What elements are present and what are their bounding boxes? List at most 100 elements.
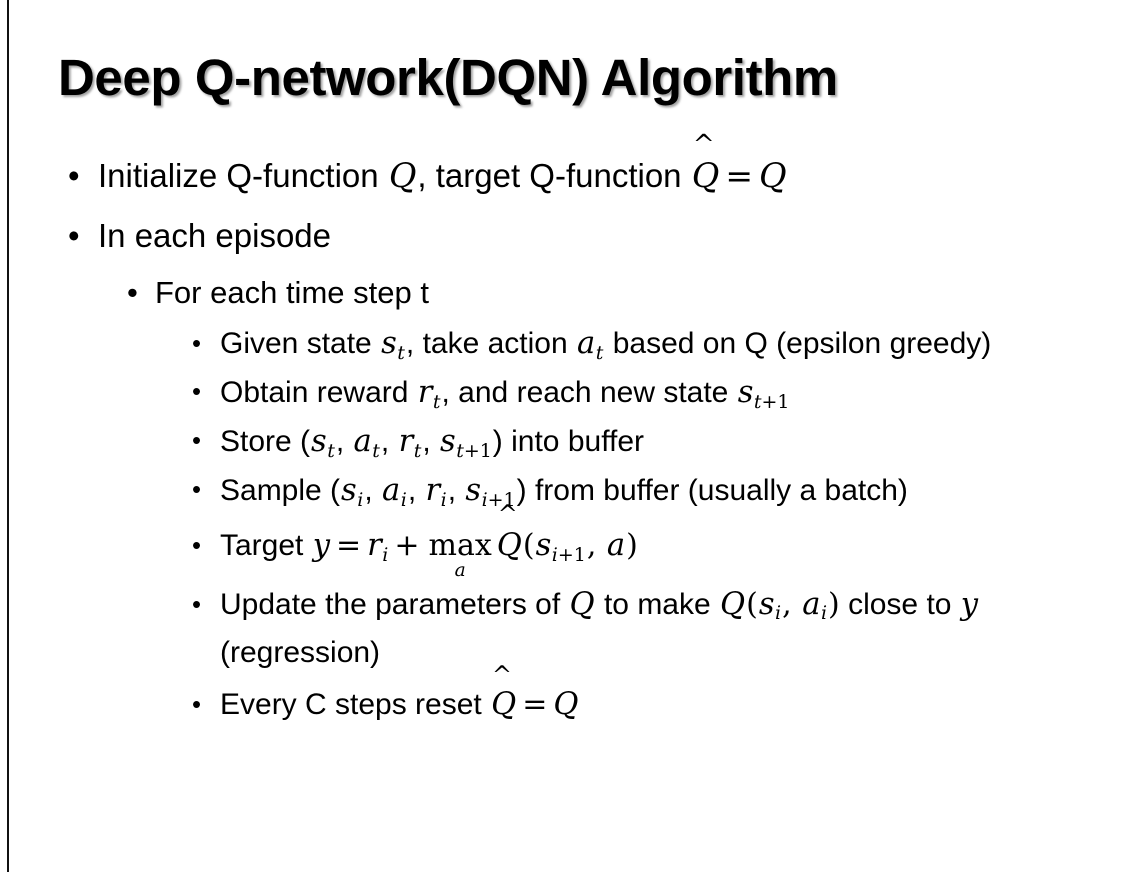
text-run: (regression)	[220, 635, 381, 669]
bullet-marker-icon: •	[68, 217, 80, 254]
text-run: ,	[407, 474, 425, 507]
math-subscript: t	[372, 439, 380, 462]
math-var-q: Q	[553, 686, 579, 722]
math-var-r: ri	[425, 473, 448, 511]
math-var-s: si	[758, 586, 782, 623]
text-run: , target Q-function	[417, 157, 691, 194]
bullet-marker-icon: •	[192, 427, 202, 455]
math-glyph: a	[802, 586, 821, 622]
text-run: Update the parameters of	[220, 587, 569, 621]
math-var-s: st	[310, 424, 336, 462]
math-glyph: s	[381, 326, 397, 361]
math-var-y: y	[960, 586, 979, 622]
math-paren-open: (	[746, 586, 758, 622]
math-subscript: i	[382, 543, 389, 566]
math-var-q-hat: ^Q	[691, 132, 721, 206]
slide-body: • Initialize Q-function Q, target Q-func…	[0, 132, 1124, 733]
left-edge-rule	[7, 0, 9, 872]
math-subscript: i	[357, 488, 364, 511]
text-run: ,	[447, 474, 465, 507]
math-var-a: at	[576, 326, 604, 364]
math-subscript: t	[413, 439, 422, 462]
math-var-r: ri	[366, 528, 389, 566]
text-run: Store (	[220, 425, 311, 458]
math-var-s: si	[340, 473, 364, 511]
math-var-q: Q	[388, 156, 417, 195]
text-run: ) from buffer (usually a batch)	[516, 474, 908, 507]
bullet-obtain-reward-text: Obtain reward rt, and reach new state st…	[220, 368, 1104, 417]
math-subscript: t	[595, 341, 604, 364]
subscript-var: t	[753, 390, 762, 413]
subscript-var: i	[551, 543, 558, 566]
math-glyph: Q	[496, 528, 522, 563]
math-glyph: s	[535, 528, 552, 563]
text-run: based on Q (epsilon greedy)	[604, 327, 992, 360]
math-var-q2: Q	[720, 586, 746, 622]
text-run: Every C steps reset	[220, 687, 491, 721]
bullet-given-state: • Given state st, take action at based o…	[0, 320, 1124, 368]
text-run: ,	[422, 425, 439, 458]
bullet-in-each-episode-text: In each episode	[98, 217, 332, 254]
hat-accent-icon: ^	[497, 499, 518, 528]
math-subscript: i+1	[551, 544, 586, 566]
math-subscript: t+1	[753, 390, 790, 413]
math-var-q: Q	[569, 586, 595, 622]
bullet-given-state-text: Given state st, take action at based on …	[220, 320, 1104, 368]
max-limit-var: a	[454, 560, 466, 581]
math-subscript: t	[327, 439, 335, 462]
math-comma: ,	[586, 528, 606, 563]
math-subscript: i	[440, 488, 447, 511]
bullet-update-parameters-text: Update the parameters of Q to make Q(si,…	[220, 581, 1104, 677]
math-subscript: t+1	[456, 440, 492, 462]
bullet-store-transition-text: Store (st, at, rt, st+1) into buffer	[220, 417, 1104, 466]
text-run: , take action	[405, 327, 577, 360]
bullet-for-each-time-step: • For each time step t	[0, 266, 1124, 320]
max-label: max	[428, 528, 492, 563]
math-glyph: s	[465, 473, 482, 508]
math-glyph: r	[425, 473, 441, 508]
math-var-r: rt	[417, 375, 442, 413]
math-subscript: t	[432, 390, 441, 413]
math-var-a: ai	[801, 586, 828, 625]
bullet-marker-icon: •	[192, 690, 202, 719]
math-glyph: s	[440, 424, 456, 459]
math-subscript: i+1	[481, 489, 516, 511]
math-subscript: t	[397, 341, 405, 364]
math-equals: =	[522, 686, 548, 722]
math-var-s-next: st+1	[439, 424, 493, 462]
math-glyph: s	[311, 424, 327, 459]
math-glyph: Q	[691, 156, 720, 195]
bullet-sample-batch-text: Sample (si, ai, ri, si+1) from buffer (u…	[220, 466, 1104, 515]
math-plus: +	[394, 528, 420, 563]
math-var-s-next: si+1	[535, 528, 587, 566]
math-paren-close: )	[828, 586, 840, 622]
math-var-q-hat: ^Q	[490, 663, 517, 733]
text-run: ,	[380, 425, 398, 458]
math-glyph: s	[758, 586, 775, 622]
subscript-offset: +1	[557, 543, 586, 566]
math-glyph: a	[382, 473, 401, 508]
math-equals: =	[725, 156, 753, 195]
text-run: ) into buffer	[492, 425, 644, 458]
math-var-a: ai	[381, 473, 408, 511]
text-run: Initialize Q-function	[98, 157, 388, 194]
bullet-marker-icon: •	[192, 590, 202, 619]
math-subscript: i	[400, 488, 407, 511]
math-var-s: st	[380, 326, 406, 364]
math-subscript: i	[820, 602, 828, 625]
math-var-s-next: si+1	[464, 473, 516, 511]
bullet-marker-icon: •	[127, 275, 138, 310]
math-glyph: Q	[491, 686, 517, 722]
math-var-r: rt	[398, 424, 423, 462]
bullet-store-transition: • Store (st, at, rt, st+1) into buffer	[0, 417, 1124, 466]
bullet-marker-icon: •	[192, 476, 202, 504]
text-run: ,	[364, 474, 381, 507]
bullet-initialize-text: Initialize Q-function Q, target Q-functi…	[98, 132, 1124, 206]
math-glyph: r	[398, 424, 414, 459]
subscript-var: i	[481, 488, 488, 511]
bullet-update-parameters: • Update the parameters of Q to make Q(s…	[0, 581, 1124, 677]
bullet-marker-icon: •	[192, 532, 202, 560]
